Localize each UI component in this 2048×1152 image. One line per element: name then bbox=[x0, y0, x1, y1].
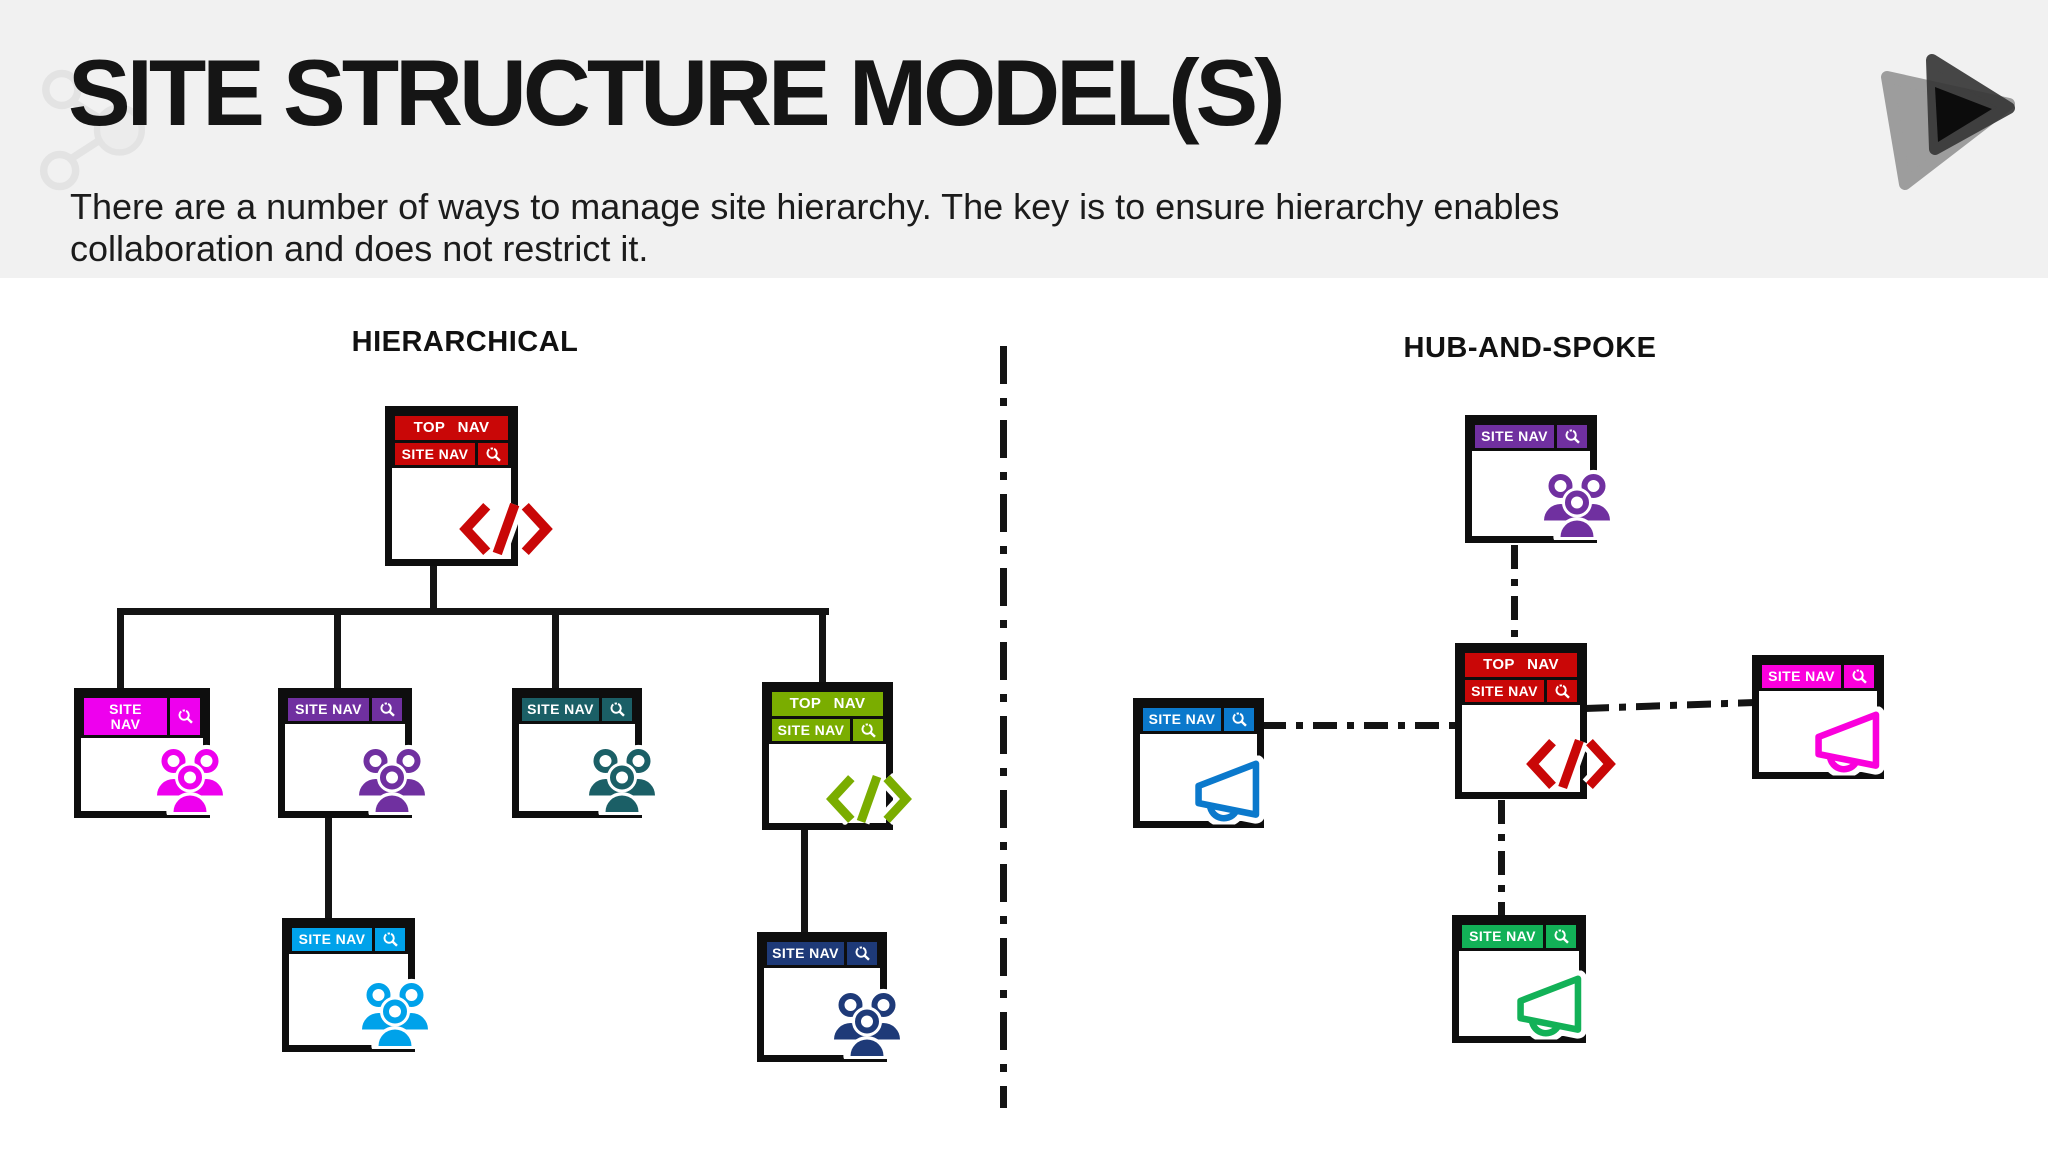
site-nav-label: SITE NAV bbox=[772, 945, 839, 961]
site-nav-label: SITE NAV bbox=[401, 445, 469, 462]
connector-drop-4 bbox=[819, 608, 826, 686]
connector-root-trunk bbox=[430, 560, 437, 615]
site-nav-bar: SITE NAV bbox=[1465, 679, 1544, 703]
search-icon bbox=[170, 698, 200, 736]
megaphone-icon bbox=[1192, 755, 1274, 825]
window-chrome: SITE NAV bbox=[764, 939, 880, 968]
connector-bus bbox=[117, 608, 829, 615]
people-icon bbox=[828, 987, 906, 1059]
hier-child-green-window: TOP NAV SITE NAV bbox=[762, 682, 893, 830]
site-nav-bar: SITE NAV bbox=[1762, 665, 1841, 688]
hier-child-magenta-window: SITE NAV bbox=[74, 688, 210, 818]
window-chrome: SITE NAV bbox=[1140, 705, 1257, 734]
site-nav-bar: SITE NAV bbox=[1143, 708, 1221, 731]
top-nav-label: TOP NAV bbox=[789, 695, 866, 712]
hier-child-teal-window: SITE NAV bbox=[512, 688, 642, 818]
search-icon bbox=[853, 718, 883, 742]
megaphone-icon bbox=[1812, 706, 1894, 776]
site-nav-label: SITE NAV bbox=[1148, 711, 1216, 727]
site-nav-bar: SITE NAV bbox=[522, 698, 599, 721]
search-icon bbox=[1546, 925, 1576, 948]
hier-root-window: TOP NAV SITE NAV bbox=[385, 406, 518, 566]
connector-purple-child bbox=[325, 812, 332, 922]
spoke-bottom-green-window: SITE NAV bbox=[1452, 915, 1586, 1043]
spoke-left-blue-window: SITE NAV bbox=[1133, 698, 1264, 828]
site-nav-bar: SITE NAV bbox=[395, 442, 475, 466]
window-chrome: TOP NAV SITE NAV bbox=[392, 413, 511, 469]
search-icon bbox=[375, 928, 405, 951]
code-icon bbox=[824, 771, 914, 827]
window-chrome: TOP NAV SITE NAV bbox=[769, 689, 886, 745]
connector-drop-3 bbox=[552, 608, 559, 692]
site-nav-label: SITE NAV bbox=[1481, 428, 1548, 444]
hierarchical-section-title: HIERARCHICAL bbox=[351, 326, 579, 358]
hier-child-purple-window: SITE NAV bbox=[278, 688, 412, 818]
section-divider-line bbox=[1000, 346, 1007, 1108]
site-nav-bar: SITE NAV bbox=[292, 928, 372, 951]
connector-green-child bbox=[801, 824, 808, 936]
site-nav-label: SITE NAV bbox=[777, 721, 845, 738]
connector-hub-bottom bbox=[1498, 800, 1505, 917]
hier-grandchild-lightblue-window: SITE NAV bbox=[282, 918, 415, 1052]
search-icon bbox=[847, 942, 877, 965]
window-chrome: SITE NAV bbox=[285, 695, 405, 724]
window-chrome: SITE NAV bbox=[1472, 422, 1590, 451]
site-nav-label: SITE NAV bbox=[1768, 668, 1835, 684]
top-nav-bar: TOP NAV bbox=[772, 692, 883, 716]
site-nav-bar: SITE NAV bbox=[84, 698, 167, 736]
connector-hub-top bbox=[1511, 545, 1518, 645]
site-nav-bar: SITE NAV bbox=[1475, 425, 1554, 448]
site-nav-bar: SITE NAV bbox=[288, 698, 369, 721]
megaphone-icon bbox=[1514, 970, 1596, 1040]
search-icon bbox=[372, 698, 402, 721]
search-icon bbox=[1557, 425, 1587, 448]
top-nav-label: TOP NAV bbox=[1483, 656, 1559, 673]
site-nav-bar: SITE NAV bbox=[767, 942, 844, 965]
people-icon bbox=[1538, 468, 1616, 540]
window-chrome: SITE NAV bbox=[1759, 662, 1877, 691]
site-nav-bar: SITE NAV bbox=[1462, 925, 1543, 948]
top-nav-label: TOP NAV bbox=[413, 419, 490, 436]
site-nav-label: SITE NAV bbox=[109, 701, 142, 732]
people-icon bbox=[356, 977, 434, 1049]
people-icon bbox=[353, 743, 431, 815]
play-media-button[interactable] bbox=[1872, 42, 2022, 192]
window-chrome: SITE NAV bbox=[519, 695, 635, 724]
site-nav-bar: SITE NAV bbox=[772, 718, 850, 742]
code-icon bbox=[457, 501, 555, 557]
code-icon bbox=[1524, 736, 1618, 792]
top-nav-bar: TOP NAV bbox=[395, 416, 508, 440]
window-chrome: SITE NAV bbox=[1459, 922, 1579, 951]
search-icon bbox=[1224, 708, 1254, 731]
page-subtitle: There are a number of ways to manage sit… bbox=[70, 186, 1560, 270]
connector-hub-left bbox=[1262, 722, 1458, 729]
connector-drop-1 bbox=[117, 608, 124, 692]
header-band bbox=[0, 0, 2048, 278]
site-nav-label: SITE NAV bbox=[295, 701, 362, 717]
window-chrome: SITE NAV bbox=[289, 925, 408, 954]
site-nav-label: SITE NAV bbox=[1471, 682, 1538, 699]
people-icon bbox=[151, 743, 229, 815]
site-nav-label: SITE NAV bbox=[298, 931, 366, 947]
spoke-top-purple-window: SITE NAV bbox=[1465, 415, 1597, 543]
people-icon bbox=[583, 743, 661, 815]
window-chrome: TOP NAV SITE NAV bbox=[1462, 650, 1580, 706]
page-title: SITE STRUCTURE MODEL(S) bbox=[68, 40, 1286, 145]
search-icon bbox=[478, 442, 508, 466]
site-nav-label: SITE NAV bbox=[527, 701, 594, 717]
search-icon bbox=[1547, 679, 1577, 703]
hub-and-spoke-section-title: HUB-AND-SPOKE bbox=[1403, 332, 1657, 364]
search-icon bbox=[602, 698, 632, 721]
window-chrome: SITE NAV bbox=[81, 695, 203, 739]
connector-drop-2 bbox=[334, 608, 341, 692]
connector-hub-right bbox=[1584, 699, 1756, 712]
spoke-right-magenta-window: SITE NAV bbox=[1752, 655, 1884, 779]
top-nav-bar: TOP NAV bbox=[1465, 653, 1577, 677]
hier-grandchild-navy-window: SITE NAV bbox=[757, 932, 887, 1062]
hub-window: TOP NAV SITE NAV bbox=[1455, 643, 1587, 799]
search-icon bbox=[1844, 665, 1874, 688]
site-nav-label: SITE NAV bbox=[1469, 928, 1536, 944]
